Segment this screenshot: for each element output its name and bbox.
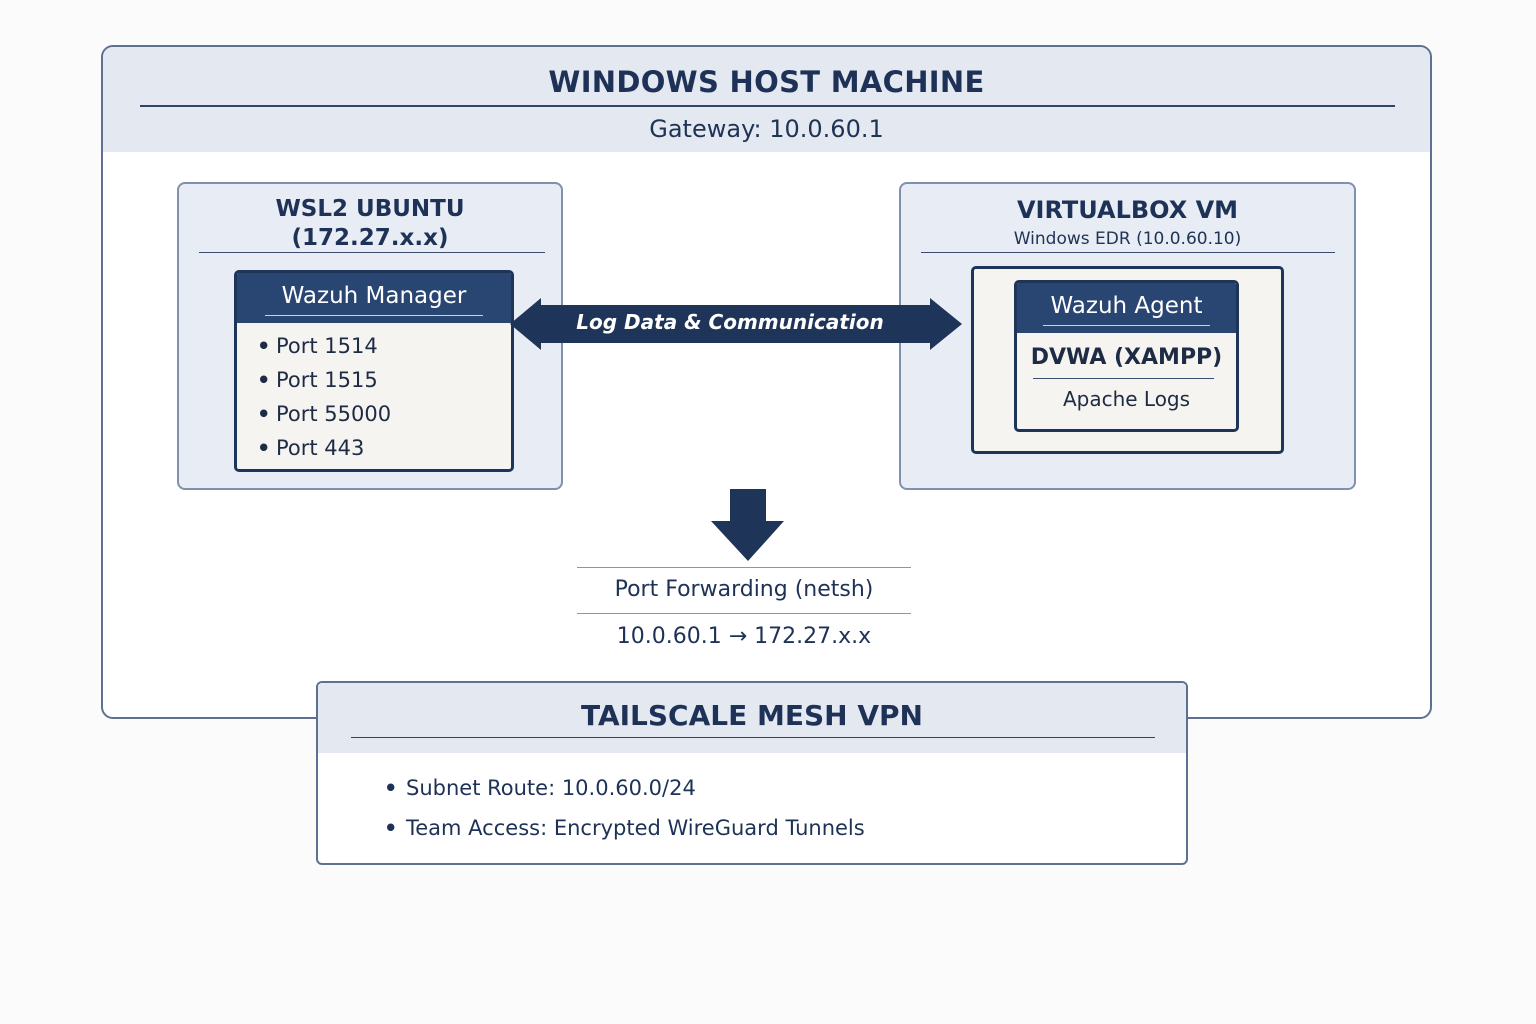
wazuh-agent-title: Wazuh Agent [1050, 293, 1203, 319]
wazuh-manager-header [237, 273, 511, 323]
wazuh-manager-divider [265, 315, 483, 316]
wsl-divider [199, 252, 545, 253]
dvwa-label: DVWA (XAMPP) [1030, 345, 1223, 370]
wsl-title-ip: (172.27.x.x) [291, 225, 449, 251]
tailscale-title: TAILSCALE MESH VPN [581, 699, 923, 732]
host-divider [140, 105, 1395, 107]
apache-logs-label: Apache Logs [1062, 387, 1191, 411]
tailscale-item: Team Access: Encrypted WireGuard Tunnels [384, 808, 865, 848]
port-forwarding-mapping: 10.0.60.1 → 172.27.x.x [616, 624, 872, 649]
virtualbox-title: VIRTUALBOX VM [1016, 196, 1239, 224]
wazuh-manager-title: Wazuh Manager [281, 283, 467, 309]
wazuh-agent-header-divider [1043, 325, 1210, 326]
link-label: Log Data & Communication [576, 310, 884, 334]
tailscale-list: Subnet Route: 10.0.60.0/24 Team Access: … [384, 768, 865, 848]
port-item: Port 55000 [257, 397, 391, 431]
port-item: Port 1514 [257, 329, 391, 363]
tailscale-box: TAILSCALE MESH VPN Subnet Route: 10.0.60… [316, 681, 1188, 865]
port-forwarding-bottom-rule [577, 613, 911, 614]
host-header [103, 47, 1430, 152]
port-item: Port 1515 [257, 363, 391, 397]
virtualbox-subtitle: Windows EDR (10.0.60.10) [1013, 229, 1242, 249]
host-title: WINDOWS HOST MACHINE [548, 65, 985, 99]
tailscale-header [318, 683, 1186, 753]
wazuh-manager-card: Wazuh Manager Port 1514 Port 1515 Port 5… [234, 270, 514, 472]
wazuh-agent-card: Wazuh Agent DVWA (XAMPP) Apache Logs [1014, 280, 1239, 432]
wsl-title-name: WSL2 UBUNTU [275, 196, 465, 222]
port-forwarding-title: Port Forwarding (netsh) [614, 577, 874, 602]
tailscale-item: Subnet Route: 10.0.60.0/24 [384, 768, 865, 808]
tailscale-divider [351, 737, 1155, 738]
dvwa-divider [1033, 378, 1214, 379]
host-gateway: Gateway: 10.0.60.1 [649, 115, 884, 143]
port-forwarding-top-rule [577, 567, 911, 568]
port-list: Port 1514 Port 1515 Port 55000 Port 443 [257, 329, 391, 465]
wsl-title: WSL2 UBUNTU (172.27.x.x) [179, 195, 561, 253]
port-item: Port 443 [257, 431, 391, 465]
virtualbox-divider [921, 252, 1335, 253]
wazuh-agent-header [1017, 283, 1236, 333]
